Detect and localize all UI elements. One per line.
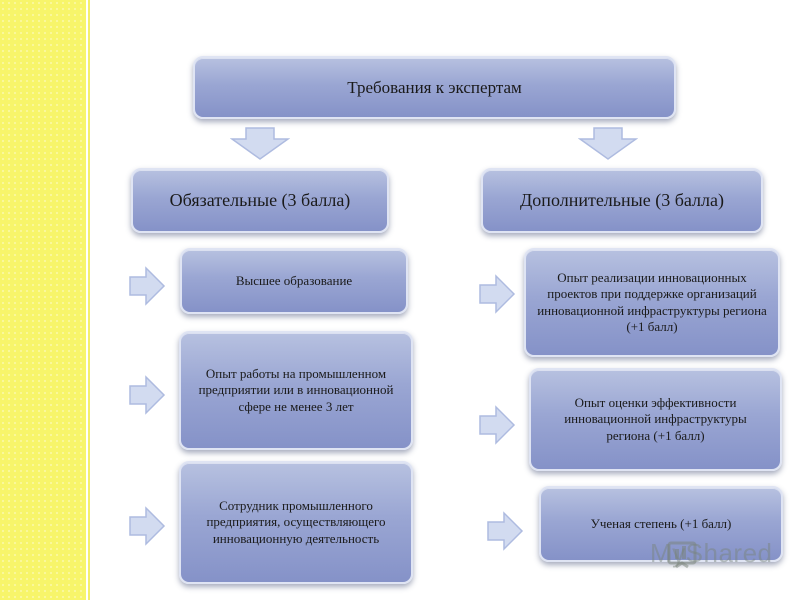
myshared-logo-icon	[667, 541, 697, 569]
mandatory-header-box: Обязательные (3 балла)	[131, 168, 389, 233]
down-arrow-left-icon	[230, 127, 290, 160]
title-box: Требования к экспертам	[193, 56, 676, 119]
additional-header-box: Дополнительные (3 балла)	[481, 168, 763, 233]
left-decorative-stripe	[0, 0, 86, 600]
additional-item: Опыт реализации инновационных проектов п…	[524, 248, 780, 357]
additional-header-text: Дополнительные (3 балла)	[520, 190, 724, 211]
mandatory-header-text: Обязательные (3 балла)	[169, 190, 351, 211]
right-arrow-icon	[487, 511, 524, 551]
title-text: Требования к экспертам	[347, 77, 522, 97]
right-arrow-icon	[129, 266, 166, 306]
mandatory-item-text: Сотрудник промышленного предприятия, осу…	[206, 498, 386, 546]
additional-item-text: Ученая степень (+1 балл)	[590, 515, 732, 531]
additional-item-text: Опыт оценки эффективности инновационной …	[564, 395, 747, 443]
additional-item: Опыт оценки эффективности инновационной …	[529, 368, 782, 471]
mandatory-item: Сотрудник промышленного предприятия, осу…	[179, 461, 413, 584]
right-arrow-icon	[129, 375, 166, 415]
down-arrow-right-icon	[578, 127, 638, 160]
mandatory-item: Высшее образование	[180, 248, 408, 314]
additional-item-text: Опыт реализации инновационных проектов п…	[537, 270, 767, 334]
mandatory-item-text: Опыт работы на промышленном предприятии …	[198, 366, 394, 414]
additional-item: Ученая степень (+1 балл)	[539, 486, 783, 562]
stripe-edge-line	[86, 0, 92, 600]
right-arrow-icon	[479, 274, 516, 314]
watermark-text: MyShared	[650, 538, 773, 568]
mandatory-item: Опыт работы на промышленном предприятии …	[179, 331, 413, 450]
mandatory-item-text: Высшее образование	[235, 272, 353, 288]
right-arrow-icon	[129, 506, 166, 546]
right-arrow-icon	[479, 405, 516, 445]
